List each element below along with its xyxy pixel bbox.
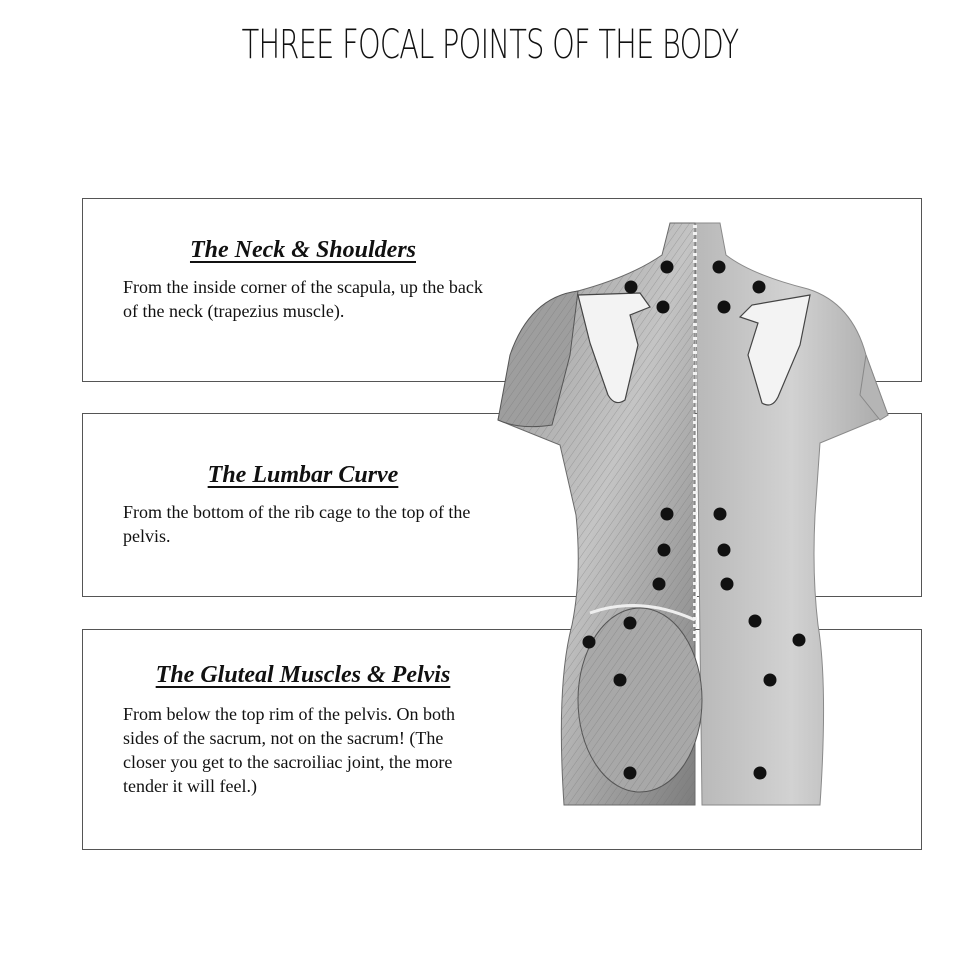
- section-heading: The Neck & Shoulders: [189, 237, 416, 263]
- marker: [660, 260, 674, 274]
- marker: [652, 577, 666, 591]
- torso-skin-half: [694, 222, 889, 806]
- marker: [717, 300, 731, 314]
- marker: [792, 633, 806, 647]
- back-anatomy-figure: [490, 215, 900, 810]
- page-title: THREE FOCAL POINTS OF THE BODY: [241, 22, 739, 68]
- marker: [624, 280, 638, 294]
- marker: [753, 766, 767, 780]
- scapula-right: [738, 294, 811, 406]
- marker: [713, 507, 727, 521]
- marker: [623, 766, 637, 780]
- marker: [656, 300, 670, 314]
- marker: [613, 673, 627, 687]
- marker: [582, 635, 596, 649]
- marker: [712, 260, 726, 274]
- section-body: From below the top rim of the pelvis. On…: [123, 704, 455, 796]
- marker: [717, 543, 731, 557]
- section-body: From the bottom of the rib cage to the t…: [123, 502, 471, 546]
- marker: [623, 616, 637, 630]
- section-heading: The Lumbar Curve: [207, 462, 399, 488]
- scapula-left: [577, 292, 651, 404]
- marker: [752, 280, 766, 294]
- trigger-points: [582, 260, 806, 780]
- marker: [720, 577, 734, 591]
- back-anatomy-illustration: [497, 222, 889, 806]
- marker: [660, 507, 674, 521]
- marker: [657, 543, 671, 557]
- section-body: From the inside corner of the scapula, u…: [123, 277, 483, 321]
- section-heading: The Gluteal Muscles & Pelvis: [155, 662, 451, 688]
- marker: [763, 673, 777, 687]
- marker: [748, 614, 762, 628]
